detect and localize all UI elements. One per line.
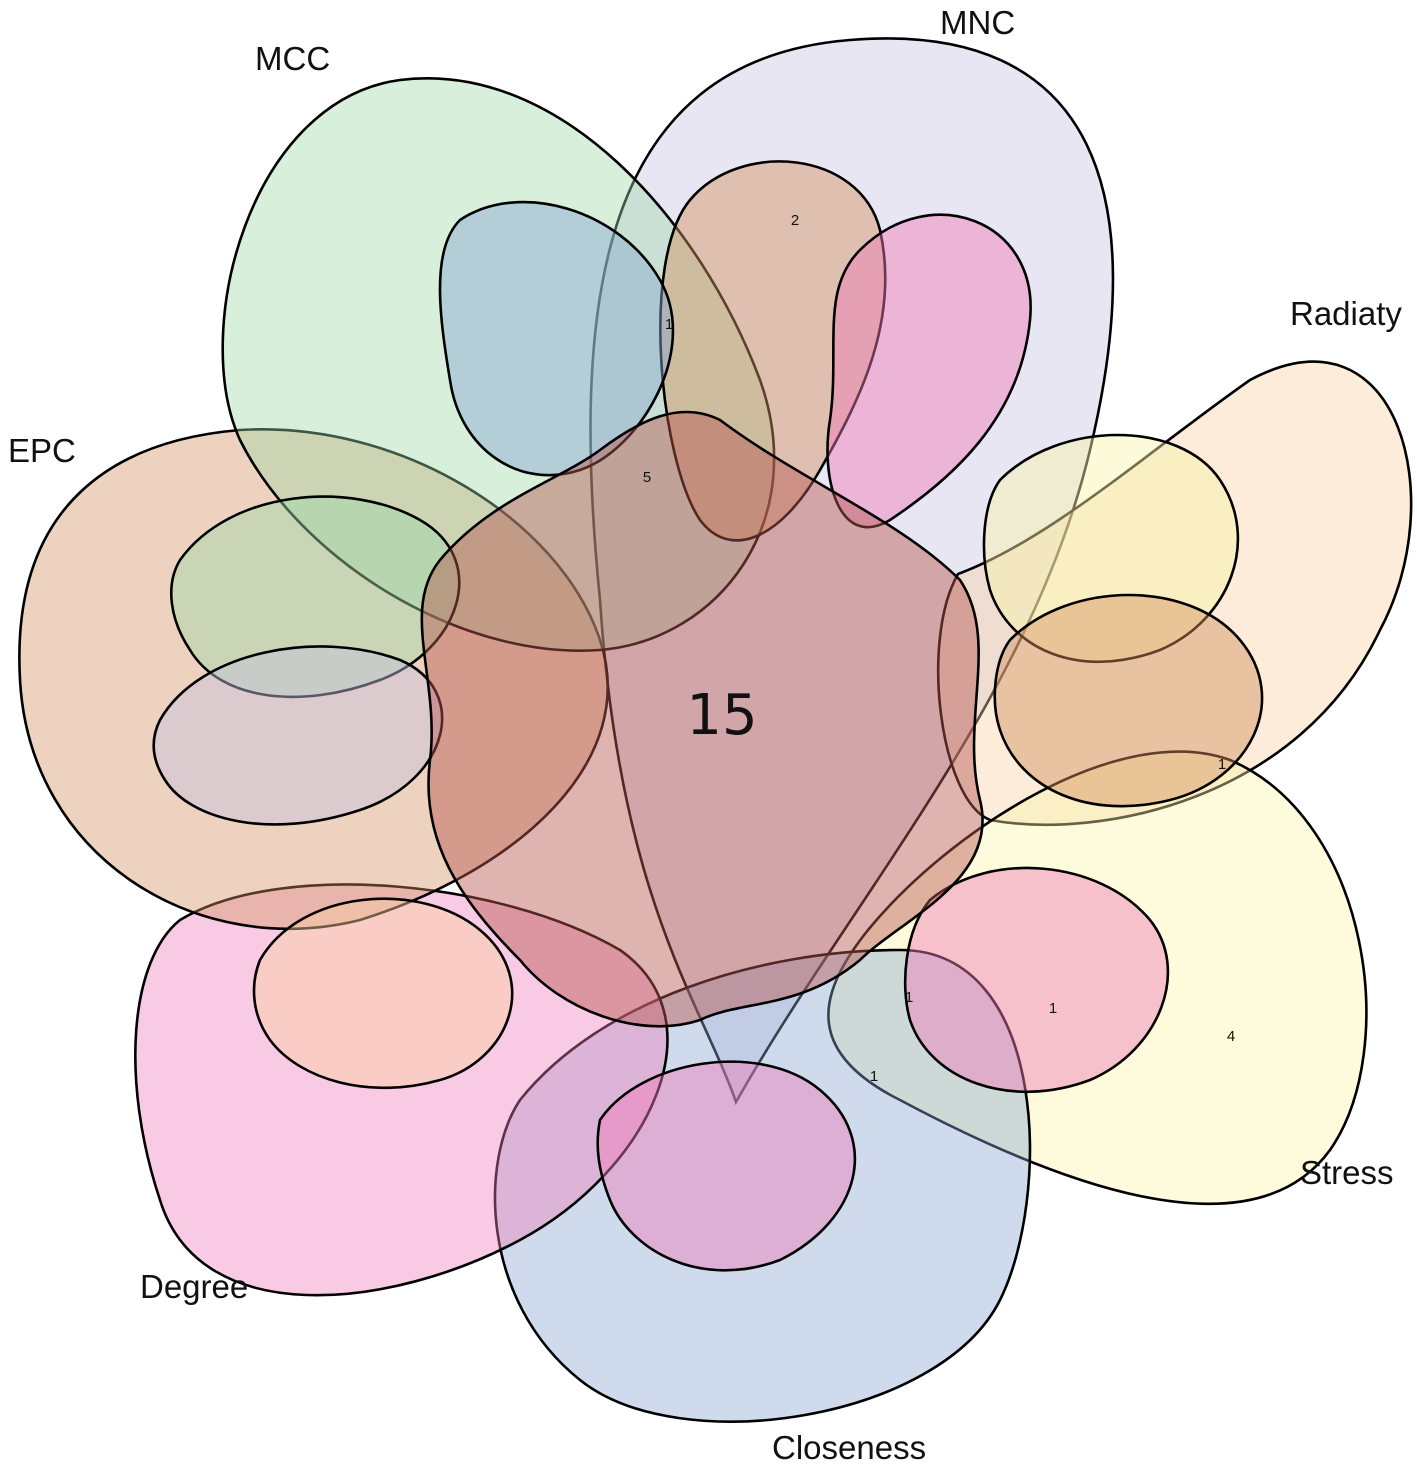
inner-lobe-mcc bbox=[438, 200, 675, 477]
venn-petals bbox=[18, 37, 1413, 1423]
petal-epc bbox=[18, 428, 610, 930]
petal-stress bbox=[827, 750, 1368, 1206]
label-degree: Degree bbox=[140, 1268, 248, 1305]
inner-lobe-closeness bbox=[596, 1060, 857, 1272]
petal-mnc bbox=[589, 37, 1115, 1106]
region-counts: 15 2 1 5 1 4 1 1 1 bbox=[643, 212, 1235, 1085]
count-region: 1 bbox=[905, 989, 913, 1006]
count-region: 5 bbox=[643, 469, 651, 486]
inner-lobe-radiaty bbox=[982, 433, 1240, 664]
count-region: 1 bbox=[870, 1068, 878, 1085]
count-all-sets: 15 bbox=[686, 683, 757, 748]
inner-lobe-degree bbox=[252, 897, 514, 1090]
inner-lobe-mnc bbox=[659, 160, 887, 542]
label-epc: EPC bbox=[8, 432, 76, 469]
inner-lobe-radiaty-low bbox=[993, 593, 1264, 808]
count-region: 4 bbox=[1227, 1028, 1235, 1045]
inner-lobe-pink-top bbox=[826, 213, 1032, 529]
inner-lobe-epc-low bbox=[152, 645, 444, 826]
petal-radiaty bbox=[936, 360, 1413, 826]
count-region: 2 bbox=[791, 212, 799, 229]
petal-degree bbox=[134, 883, 669, 1297]
count-region: 1 bbox=[1218, 756, 1226, 773]
label-radiaty: Radiaty bbox=[1290, 295, 1402, 332]
petal-mcc bbox=[221, 77, 776, 652]
petal-closeness bbox=[493, 948, 1032, 1423]
label-mnc: MNC bbox=[940, 4, 1015, 41]
central-intersection bbox=[420, 410, 984, 1028]
inner-lobe-stress bbox=[903, 866, 1170, 1094]
count-region: 1 bbox=[665, 316, 673, 333]
label-mcc: MCC bbox=[255, 40, 330, 77]
count-region: 1 bbox=[1049, 1000, 1057, 1017]
inner-lobe-epc bbox=[170, 495, 461, 699]
label-stress: Stress bbox=[1300, 1154, 1394, 1191]
set-labels: MNC Radiaty Stress Closeness Degree EPC … bbox=[8, 4, 1402, 1466]
label-closeness: Closeness bbox=[772, 1429, 926, 1466]
